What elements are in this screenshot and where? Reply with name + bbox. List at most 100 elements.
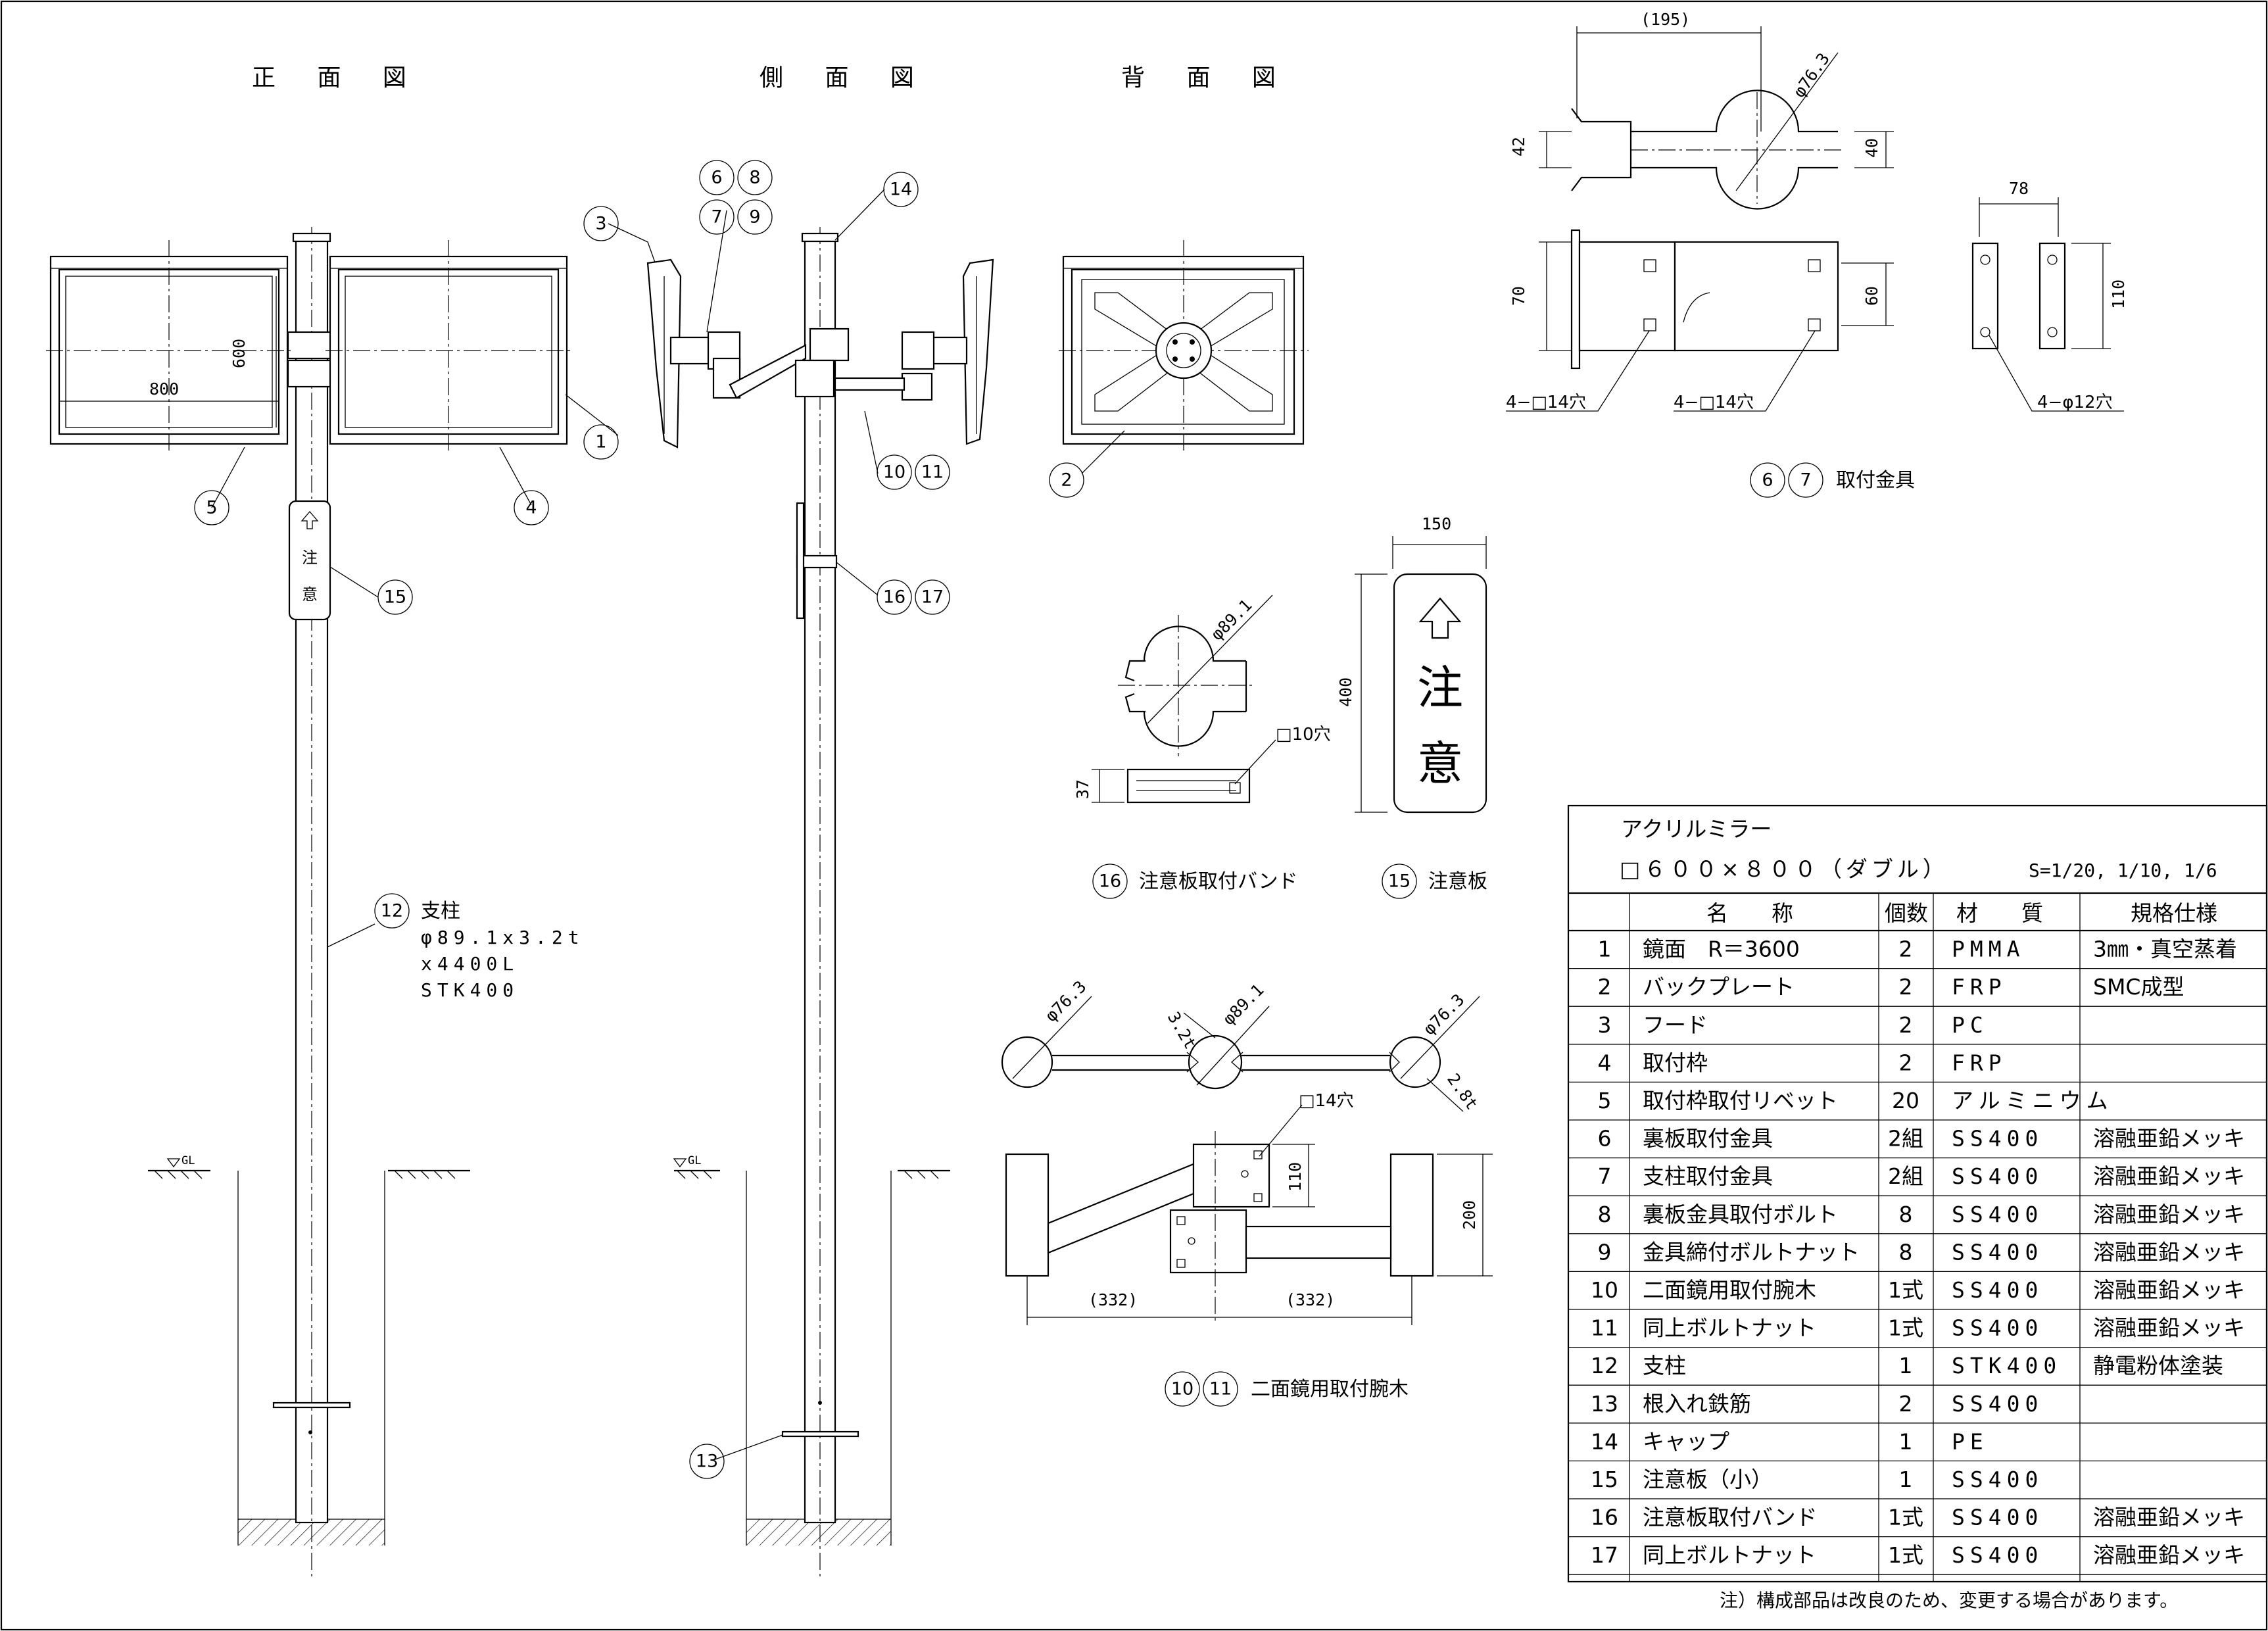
balloon-2: [1049, 462, 1084, 498]
back-view: 2: [1049, 240, 1309, 498]
balloon-6: [699, 160, 735, 195]
balloon-7-text: 7: [711, 207, 722, 228]
balloon-11-side: [915, 454, 950, 490]
sign-char-1: 注: [1417, 661, 1463, 715]
warning-sign-front: [288, 500, 331, 621]
pole-note-line-1: φ89.1x3.2t: [421, 927, 585, 948]
cell-qty: 1式: [1888, 1277, 1923, 1303]
cell-material: SS400: [1952, 1505, 2043, 1530]
balloon-6-detail: [1750, 462, 1785, 498]
pole-note-line-3: STK400: [421, 979, 519, 1001]
cell-no: 2: [1598, 974, 1612, 1000]
dim-110-arm: 110: [1286, 1162, 1305, 1192]
balloon-16-detail: [1092, 864, 1128, 899]
cell-qty: 1式: [1888, 1505, 1923, 1530]
balloon-16-side: [877, 579, 912, 615]
side-view: GL 6 8 7: [646, 160, 994, 1578]
balloon-12-text: 12: [381, 901, 403, 921]
mirror-left-front: [46, 240, 293, 454]
cell-qty: 1式: [1888, 1315, 1923, 1341]
balloon-6-detail-text: 6: [1762, 470, 1773, 491]
cell-name: 裏板取付金具: [1643, 1126, 1773, 1152]
table-title-2: □６００×８００（ダブル）: [1620, 856, 1948, 882]
balloon-7-detail-text: 7: [1800, 470, 1811, 491]
cell-material: SS400: [1952, 1239, 2043, 1265]
sign-caption: 注意板: [1428, 870, 1487, 893]
balloon-15-detail: [1382, 864, 1417, 899]
dim-60: 60: [1862, 286, 1881, 306]
cell-material: FRP: [1952, 1050, 2007, 1075]
balloon-3-text: 3: [595, 214, 606, 234]
warning-sign-detail: [1393, 573, 1487, 814]
front-view: GL 800 600: [46, 206, 658, 1578]
pole-cap-front: [292, 232, 331, 243]
balloon-13-text: 13: [696, 1451, 718, 1472]
cell-no: 7: [1598, 1163, 1612, 1189]
gl-label-side: GL: [688, 1154, 701, 1167]
dim-37: 37: [1073, 779, 1092, 799]
cell-material: SS400: [1952, 1315, 2043, 1341]
cell-qty: 20: [1892, 1088, 1919, 1113]
cell-no: 8: [1598, 1202, 1612, 1227]
cell-spec: 3㎜・真空蒸着: [2093, 937, 2237, 962]
dim-dia-76-3: φ76.3: [1789, 49, 1833, 101]
dim-800: 800: [149, 379, 179, 399]
cell-no: 5: [1598, 1088, 1612, 1113]
cell-no: 10: [1591, 1277, 1618, 1303]
cell-qty: 2: [1899, 1391, 1913, 1417]
header-material: 材 質: [1956, 900, 2043, 926]
dim-332-right: (332): [1286, 1290, 1335, 1309]
arm-dia-right: φ76.3: [1420, 990, 1468, 1039]
cell-qty: 2組: [1888, 1126, 1923, 1152]
balloon-16-side-text: 16: [883, 587, 905, 608]
band-hole-label: □10穴: [1276, 725, 1331, 744]
balloon-2-text: 2: [1061, 470, 1072, 491]
balloon-4: [514, 490, 549, 525]
side-view-title: 側 面 図: [760, 64, 931, 91]
balloon-3: [583, 206, 619, 241]
balloon-11-detail-text: 11: [1209, 1379, 1232, 1400]
sign-char-2: 意: [1417, 737, 1463, 791]
balloon-9: [737, 199, 773, 235]
pole-note-line-2: x4400L: [421, 953, 519, 975]
balloon-8: [737, 160, 773, 195]
dim-40: 40: [1862, 138, 1881, 158]
balloon-1: [583, 424, 619, 460]
cell-material: SS400: [1952, 1277, 2043, 1303]
balloon-15-text: 15: [384, 587, 406, 608]
cell-no: 9: [1598, 1239, 1612, 1265]
cell-name: キャップ: [1643, 1428, 1729, 1454]
holes-label-b: 4−□14穴: [1674, 393, 1754, 412]
cell-qty: 8: [1899, 1202, 1913, 1227]
cell-material: STK400: [1952, 1353, 2062, 1378]
balloon-10-side-text: 10: [883, 462, 905, 483]
holes-label-a: 4−□14穴: [1506, 393, 1586, 412]
balloon-10-side: [877, 454, 912, 490]
cell-spec: SMC成型: [2093, 974, 2184, 1000]
balloon-1-text: 1: [595, 432, 606, 452]
cell-name: 裏板金具取付ボルト: [1643, 1202, 1838, 1227]
parts-table: アクリルミラー □６００×８００（ダブル） S=1/20, 1/10, 1/6 …: [1567, 804, 2268, 1611]
header-qty: 個数: [1885, 900, 1928, 926]
cell-spec: 溶融亜鉛メッキ: [2093, 1163, 2245, 1189]
balloon-13: [689, 1444, 725, 1479]
table-title-1: アクリルミラー: [1621, 816, 1772, 842]
balloon-12: [374, 893, 410, 929]
cell-qty: 8: [1899, 1239, 1913, 1265]
cell-name: 金具締付ボルトナット: [1643, 1239, 1860, 1265]
cell-material: SS400: [1952, 1163, 2043, 1189]
cell-material: PE: [1952, 1428, 1989, 1454]
gl-label-front: GL: [181, 1154, 195, 1167]
table-scale: S=1/20, 1/10, 1/6: [2029, 860, 2217, 881]
cell-name: 支柱取付金具: [1643, 1163, 1773, 1189]
cell-spec: 溶融亜鉛メッキ: [2093, 1315, 2245, 1341]
sign-char-2-front: 意: [302, 585, 318, 604]
arm-dia-left: φ76.3: [1042, 977, 1090, 1026]
dim-332-left: (332): [1088, 1290, 1138, 1309]
cell-name: 同上ボルトナット: [1643, 1315, 1816, 1341]
table-footnote: 注）構成部品は改良のため、変更する場合があります。: [1720, 1590, 2178, 1611]
dim-110-bracket: 110: [2109, 280, 2128, 309]
balloon-6-text: 6: [711, 168, 722, 188]
cell-material: FRP: [1952, 974, 2007, 1000]
